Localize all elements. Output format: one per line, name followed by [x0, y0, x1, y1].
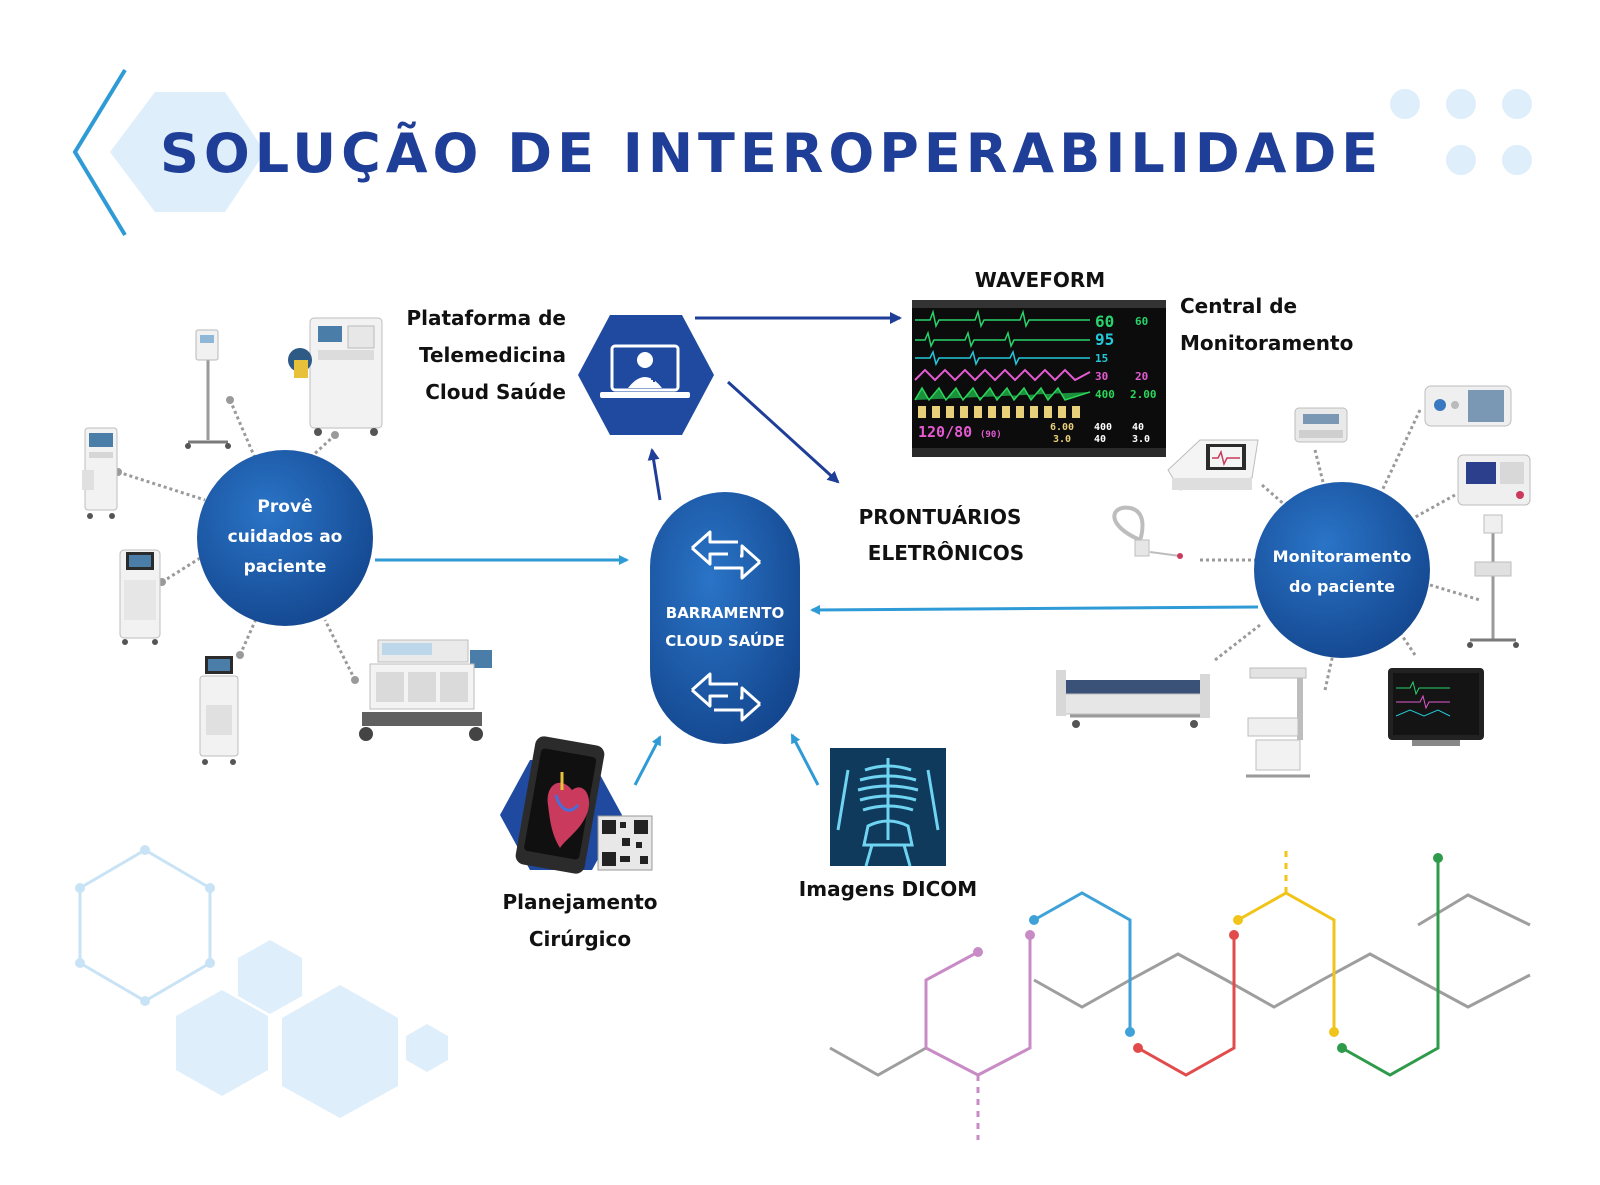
central-line2: Monitoramento [1180, 331, 1353, 355]
decorative-molecule [829, 848, 1531, 1140]
patient-monitor-icon [1388, 668, 1484, 746]
surgical-line2: Cirúrgico [529, 927, 631, 951]
header-decoration [72, 68, 265, 237]
qr-code-icon [597, 815, 653, 871]
monitor-v400: 400 [1095, 388, 1115, 401]
monitor-b30: 3.0 [1132, 434, 1150, 445]
monitor-bp: 120/80 [918, 423, 972, 441]
doctor-laptop-icon [600, 344, 690, 398]
arrow-dicom-to-bus [790, 733, 820, 786]
infant-warmer-icon [1246, 667, 1310, 778]
infusion-pump-icon [1457, 454, 1531, 506]
exchange-arrows-bottom-icon [691, 672, 761, 722]
care-hub-line2: cuidados ao [228, 527, 343, 547]
decorative-dots [1390, 89, 1532, 175]
iv-pole-icon [185, 329, 231, 449]
flow-arrows [375, 312, 1259, 786]
telemedicine-line2: Telemedicina [419, 343, 566, 367]
records-line1: PRONTUÁRIOS [859, 505, 1022, 529]
telemedicine-node [578, 315, 714, 435]
arrow-surgical-to-bus [633, 735, 662, 786]
exchange-arrows-top-icon [691, 530, 761, 580]
monitoring-hub-line1: Monitoramento [1273, 547, 1412, 566]
monitoring-hub-line2: do paciente [1289, 577, 1395, 596]
arrow-bus-to-telemedicine [647, 448, 662, 501]
monitor-etco2: 6.00 [1050, 422, 1074, 433]
arrow-telemedicine-to-records [726, 380, 840, 484]
dicom-label: Imagens DICOM [799, 877, 977, 901]
iv-pump-stand-icon [1467, 514, 1519, 648]
monitor-b400: 400 [1094, 422, 1112, 433]
cloud-bus: BARRAMENTO CLOUD SAÚDE [650, 492, 800, 744]
monitor-r20: 20 [1135, 370, 1148, 383]
pulse-oximeter-probe-icon [1112, 505, 1183, 559]
scale-device-icon [1294, 407, 1348, 443]
incubator-workstation-icon [359, 639, 492, 741]
vital-signs-monitor-icon [1424, 385, 1512, 427]
ultrasound-cart-icon [199, 656, 239, 765]
monitor-v30: 30 [1095, 370, 1108, 383]
dialysis-machine-icon [82, 427, 118, 519]
smartphone-heart-icon [515, 736, 605, 874]
bus-line1: BARRAMENTO [666, 604, 784, 622]
surgical-line1: Planejamento [502, 890, 657, 914]
central-line1: Central de [1180, 294, 1297, 318]
monitor-r200: 2.00 [1130, 388, 1157, 401]
care-hub-line3: paciente [244, 557, 327, 577]
ventilator-icon [119, 549, 161, 645]
monitor-b40b: 40 [1132, 422, 1144, 433]
records-line2: ELETRÔNICOS [868, 541, 1024, 565]
telemedicine-label: Plataforma de Telemedicina Cloud Saúde [406, 306, 566, 404]
surgical-planning-node [500, 736, 653, 874]
monitor-r60: 60 [1135, 315, 1148, 328]
care-hub: Provê cuidados ao paciente [197, 450, 373, 626]
care-hub-spokes [117, 399, 357, 681]
monitor-etco2b: 3.0 [1053, 434, 1071, 445]
monitoring-hub: Monitoramento do paciente [1254, 482, 1430, 658]
monitor-rr: 15 [1095, 352, 1108, 365]
telemedicine-line3: Cloud Saúde [425, 380, 566, 404]
decorative-hexagons [75, 845, 448, 1118]
page-title: SOLUÇÃO DE INTEROPERABILIDADE [160, 122, 1383, 185]
care-hub-line1: Provê [257, 497, 312, 517]
ecg-machine-icon [1167, 439, 1259, 491]
monitor-bp-mean: (90) [980, 430, 1002, 440]
telemedicine-line1: Plataforma de [406, 306, 566, 330]
bus-line2: CLOUD SAÚDE [665, 631, 784, 650]
anesthesia-machine-icon [288, 317, 383, 436]
monitor-hr: 60 [1095, 312, 1114, 331]
dicom-xray-image [830, 748, 946, 867]
arrow-monitoring-to-bus [810, 604, 1259, 615]
waveform-label: WAVEFORM [975, 268, 1105, 292]
hospital-bed-icon [1056, 670, 1210, 728]
monitor-b40: 40 [1094, 434, 1106, 445]
waveform-monitor-screen: 60 95 15 30 400 60 20 2.00 120/80 (90) 6… [912, 300, 1166, 457]
monitor-spo2: 95 [1095, 330, 1114, 349]
